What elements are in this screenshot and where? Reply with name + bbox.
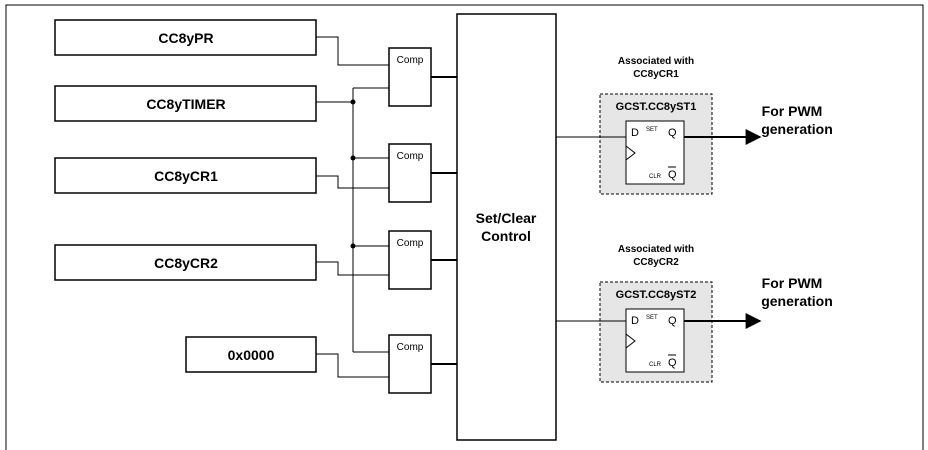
comparator-4: Comp	[388, 334, 432, 394]
register-cc8ycr2-label: CC8yCR2	[154, 255, 218, 271]
flipflop-st1-pin-clr: CLR	[649, 174, 662, 180]
flipflop-st1-output-line1: For PWM	[762, 103, 823, 119]
flipflop-st1-pin-q: Q	[668, 127, 677, 139]
junction-dot-2	[350, 155, 356, 161]
flipflop-st2-assoc-line2: CC8yCR2	[633, 257, 679, 268]
comparator-3-label: Comp	[397, 238, 424, 249]
flipflop-st1-pin-set: SET	[646, 127, 658, 133]
register-zero: 0x0000	[185, 336, 317, 373]
flipflop-st2-pin-qbar: Q	[668, 357, 677, 369]
flipflop-st2-pin-set: SET	[646, 315, 658, 321]
wire-timer-bus	[316, 101, 354, 352]
flipflop-st1-pin-d: D	[631, 127, 639, 139]
flipflop-st2-assoc-line1: Associated with	[618, 244, 694, 255]
flipflop-st2-pin-q: Q	[668, 315, 677, 327]
comparator-2: Comp	[388, 143, 432, 203]
comparator-2-label: Comp	[397, 151, 424, 162]
flipflop-st2-title: GCST.CC8yST2	[616, 289, 697, 301]
register-cc8ycr1-label: CC8yCR1	[154, 168, 218, 184]
register-cc8ypr: CC8yPR	[54, 19, 317, 56]
comparator-1: Comp	[388, 47, 432, 107]
set-clear-control: Set/Clear Control	[456, 13, 557, 441]
flipflop-st2-pin-clr: CLR	[649, 362, 662, 368]
wire-pr-to-comp1	[316, 36, 389, 66]
flipflop-st1-body	[625, 120, 685, 185]
flipflop-st2-pin-d: D	[631, 315, 639, 327]
flipflop-st1-pin-qbar: Q	[668, 169, 677, 181]
flipflop-st2-output-line1: For PWM	[762, 275, 823, 291]
comparator-1-label: Comp	[397, 55, 424, 66]
register-cc8ycr1: CC8yCR1	[54, 157, 317, 194]
wire-cr1-to-comp2	[316, 175, 389, 189]
flipflop-st2: Associated with CC8yCR2 GCST.CC8yST2 D S…	[556, 244, 833, 383]
set-clear-control-line1: Set/Clear	[476, 210, 537, 226]
set-clear-control-line2: Control	[481, 228, 531, 244]
flipflop-st1-title: GCST.CC8yST1	[616, 101, 697, 113]
flipflop-st1: Associated with CC8yCR1 GCST.CC8yST1 D S…	[556, 56, 833, 195]
register-zero-label: 0x0000	[228, 347, 275, 363]
register-cc8ypr-label: CC8yPR	[158, 30, 213, 46]
flipflop-st1-assoc-line1: Associated with	[618, 56, 694, 67]
junction-dot-3	[350, 243, 356, 249]
flipflop-st1-assoc-line2: CC8yCR1	[633, 69, 679, 80]
flipflop-st2-clock-triangle	[625, 333, 636, 349]
register-cc8ycr2: CC8yCR2	[54, 244, 317, 281]
diagram-frame	[5, 4, 924, 450]
comparator-4-label: Comp	[397, 342, 424, 353]
flipflop-st2-output-line2: generation	[761, 293, 833, 309]
register-cc8ytimer-label: CC8yTIMER	[146, 96, 225, 112]
comparator-3: Comp	[388, 230, 432, 290]
wire-zero-to-comp4	[316, 353, 389, 378]
wire-cr2-to-comp3	[316, 261, 389, 276]
junction-dot-1	[350, 99, 356, 105]
flipflop-st2-body	[625, 308, 685, 373]
flipflop-st1-output-line2: generation	[761, 121, 833, 137]
flipflop-st1-clock-triangle	[625, 145, 636, 161]
register-cc8ytimer: CC8yTIMER	[54, 85, 317, 122]
